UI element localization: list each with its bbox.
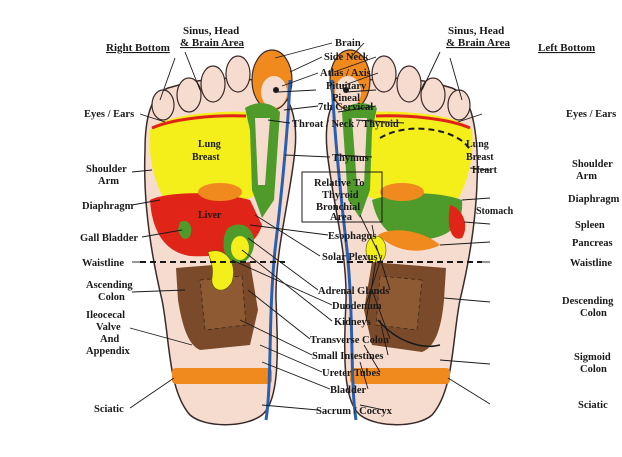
leader-lines — [129, 42, 491, 411]
label-relative-2: Thyroid — [322, 190, 359, 201]
label-ileocecal-1: Ileocecal — [86, 310, 125, 321]
right-foot-spine-line — [264, 79, 292, 421]
label-pineal: Pineal — [332, 93, 360, 104]
label-stomach: Stomach — [476, 206, 514, 217]
left-foot-third-toe — [396, 65, 422, 103]
label-ileocecal-3: And — [100, 334, 119, 345]
right-bottom-header: Right Bottom — [106, 42, 170, 54]
label-breast-right: Breast — [466, 152, 494, 163]
label-eyes-ears-left: Eyes / Ears — [84, 109, 134, 120]
label-diaphragm-left: Diaphragm — [82, 201, 134, 212]
left-foot-stomach-zone — [372, 193, 463, 241]
label-diaphragm-right: Diaphragm — [568, 194, 620, 205]
label-descending-1: Descending — [562, 296, 614, 307]
left-foot-lung-zone — [360, 111, 473, 206]
label-descending-2: Colon — [580, 308, 607, 319]
left-foot-spleen — [448, 205, 466, 239]
label-eyes-ears-right: Eyes / Ears — [566, 109, 616, 120]
right-foot-second-toe — [225, 55, 251, 93]
label-sacrum-coccyx: Sacrum / Coccyx — [316, 406, 393, 417]
label-adrenal-glands: Adrenal Glands — [318, 286, 389, 297]
label-waistline-left: Waistline — [82, 258, 124, 269]
left-bottom-header: Left Bottom — [538, 42, 595, 54]
label-bladder: Bladder — [330, 385, 367, 396]
label-pancreas: Pancreas — [572, 238, 613, 249]
sinus-head-left-line1: Sinus, Head — [183, 25, 239, 37]
right-foot-fourth-toe — [176, 77, 202, 113]
label-lung-left: Lung — [198, 139, 221, 150]
right-foot-lung-zone — [149, 111, 262, 206]
label-seventh-cervical: 7th Cervical — [318, 102, 373, 113]
left-foot — [325, 49, 482, 426]
label-solar-plexus: Solar Plexus — [322, 252, 378, 263]
right-foot-third-toe — [200, 65, 226, 103]
sinus-head-right-line1: Sinus, Head — [448, 25, 504, 37]
label-lung-right: Lung — [466, 139, 489, 150]
right-foot-gall-bladder — [178, 220, 192, 239]
right-foot-sciatic-band — [172, 368, 272, 384]
label-shoulder-left-2: Arm — [98, 176, 119, 187]
label-relative-1: Relative To — [314, 178, 364, 189]
label-side-neck: Side Neck — [324, 52, 369, 63]
label-shoulder-left-1: Shoulder — [86, 164, 127, 175]
left-foot-thyroid-inner — [352, 118, 367, 185]
right-foot — [140, 49, 297, 426]
label-atlas-axis: Atlas / Axis — [320, 68, 371, 79]
label-sciatic-left: Sciatic — [94, 404, 124, 415]
label-sciatic-right: Sciatic — [578, 400, 608, 411]
label-waistline-right: Waistline — [570, 258, 612, 269]
label-shoulder-right-1: Shoulder — [572, 159, 613, 170]
right-foot-small-toe — [151, 89, 175, 121]
label-brain: Brain — [335, 38, 361, 49]
label-throat-neck-thyroid: Throat / Neck / Thyroid — [292, 119, 399, 130]
label-esophagus: Esophagus — [328, 231, 376, 242]
right-foot-eye-line — [151, 114, 247, 130]
left-foot-diaphragm-blob — [380, 183, 424, 201]
label-heart: Heart — [472, 165, 498, 176]
right-foot-thyroid-inner — [255, 118, 270, 185]
label-shoulder-right-2: Arm — [576, 171, 597, 182]
left-foot-eye-line — [375, 114, 471, 130]
label-ileocecal-4: Appendix — [86, 346, 131, 357]
label-sigmoid-2: Colon — [580, 364, 607, 375]
label-relative-3: Bronchial — [316, 202, 360, 213]
labels: Right Bottom Left Bottom Sinus, Head & B… — [80, 25, 620, 417]
label-liver: Liver — [198, 210, 222, 221]
left-foot-intestine-inner — [375, 275, 423, 331]
right-foot-pituitary-dot — [273, 87, 279, 93]
label-sigmoid-1: Sigmoid — [574, 352, 611, 363]
label-ureter-tubes: Ureter Tubes — [322, 368, 380, 379]
label-relative-4: Area — [330, 212, 353, 223]
label-breast-left: Breast — [192, 152, 220, 163]
label-thymus: Thymus — [332, 153, 369, 164]
label-pituitary: Pituitary — [326, 81, 367, 92]
label-transverse-colon: Transverse Colon — [310, 335, 389, 346]
left-foot-pancreas — [378, 230, 440, 251]
left-foot-sciatic-band — [350, 368, 450, 384]
relative-area-box — [301, 171, 383, 223]
left-foot-small-toe — [447, 89, 471, 121]
label-gall-bladder: Gall Bladder — [80, 233, 138, 244]
right-foot-duodenum — [207, 250, 234, 291]
label-small-intestines: Small Intestines — [312, 351, 383, 362]
label-duodenum: Duodenum — [332, 301, 382, 312]
left-foot-heart-line — [379, 127, 471, 151]
sinus-head-left-line2: & Brain Area — [180, 37, 244, 49]
left-foot-fourth-toe — [420, 77, 446, 113]
label-kidneys: Kidneys — [334, 317, 371, 328]
right-foot-diaphragm-blob — [198, 183, 242, 201]
sinus-head-right-line2: & Brain Area — [446, 37, 510, 49]
left-foot-second-toe — [371, 55, 397, 93]
left-foot-sigmoid — [377, 319, 441, 347]
right-foot-kidney — [231, 236, 249, 260]
label-ileocecal-2: Valve — [96, 322, 121, 333]
left-foot-spine-line — [330, 79, 358, 421]
label-spleen: Spleen — [575, 220, 605, 231]
label-ascending-2: Colon — [98, 292, 125, 303]
label-ascending-1: Ascending — [86, 280, 133, 291]
